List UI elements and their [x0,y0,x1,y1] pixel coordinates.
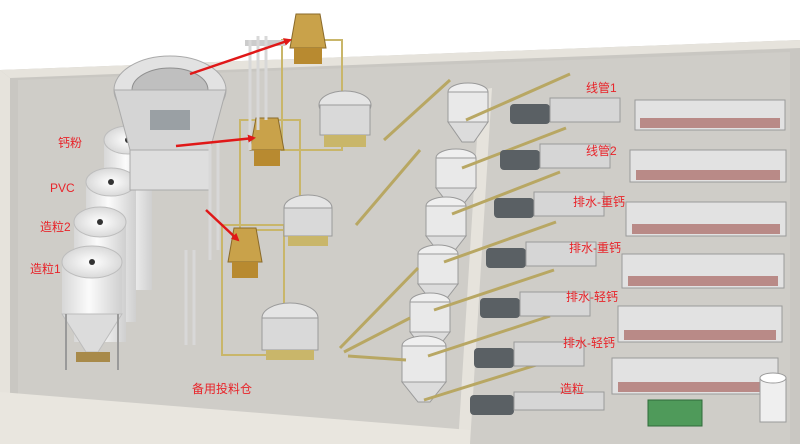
vacuum-loader-middle [239,117,301,231]
labels: 钙粉 PVC 造粒2 造粒1 备用投料仓 线管1 线管2 排水-重钙 排水-重钙… [30,80,625,396]
mixer-1 [318,90,372,147]
label-pellet-1: 造粒1 [30,261,61,276]
pelletizing-line [470,372,787,427]
feeder-tank-4 [416,244,460,303]
mixer-3 [261,302,319,360]
label-line-pipe-1: 线管1 [586,80,617,95]
label-pvc: PVC [50,181,75,195]
conveyor-pipes [338,72,571,402]
label-drain-heavy-1: 排水-重钙 [573,195,625,209]
mixer-2 [283,194,333,246]
arrow-to-middle-hopper [175,134,256,148]
extruder-line-1 [510,97,786,131]
feed-pipes [184,36,268,345]
extruder-line-5 [480,291,783,343]
silo-pellet-1 [61,245,123,370]
extruder-line-2 [500,143,787,183]
label-drain-heavy-2: 排水-重钙 [569,241,621,255]
extruder-lines [470,97,787,427]
extruder-line-4 [486,241,785,289]
flow-arrows [175,38,292,242]
feeder-tank-2 [434,148,478,207]
feeder-tank-1 [447,82,489,143]
storage-silo-group [61,125,153,370]
label-pelletizing: 造粒 [560,381,584,396]
arrow-to-bottom-hopper [205,209,240,242]
label-pellet-2: 造粒2 [40,219,71,234]
feeder-tank-column [400,82,489,403]
extruder-line-3 [494,191,787,237]
label-line-pipe-2: 线管2 [586,143,617,158]
partition-wall [458,88,492,444]
label-calcium-powder: 钙粉 [58,136,82,150]
label-drain-light-2: 排水-轻钙 [563,336,615,350]
central-dome-hopper [113,55,227,191]
label-spare-silo: 备用投料仓 [192,381,252,396]
label-drain-light-1: 排水-轻钙 [566,290,618,304]
extruder-line-6 [474,341,779,395]
arrow-to-top-hopper [189,38,292,76]
